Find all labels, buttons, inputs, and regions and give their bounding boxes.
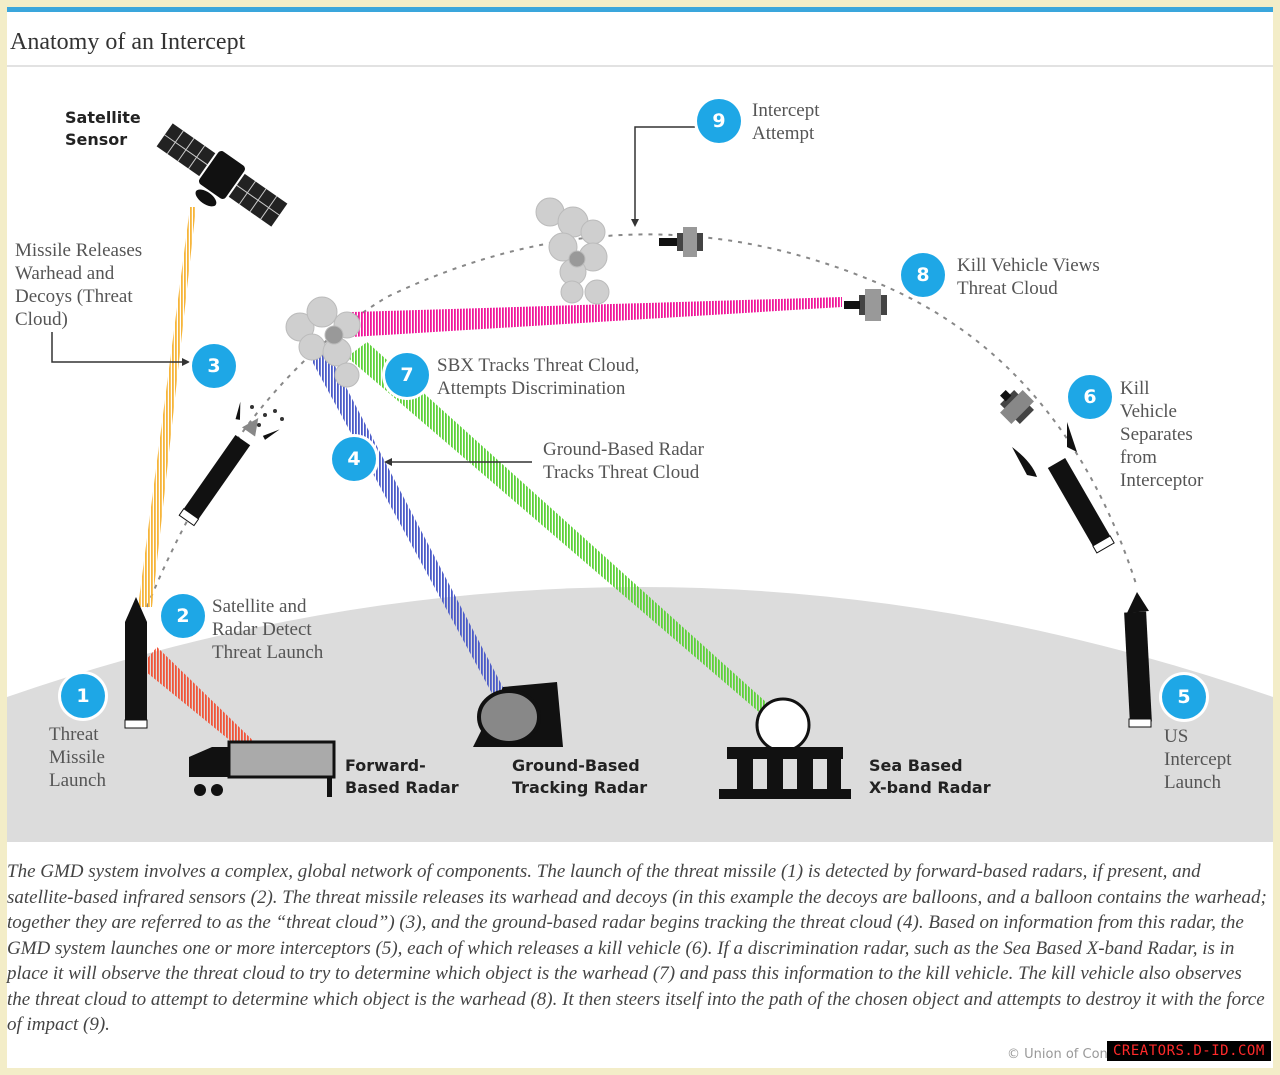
sbx-beam xyxy=(347,342,777,719)
label-threat-missile-launch: Threat Missile Launch xyxy=(49,724,106,791)
label-ground-radar-tracks: Ground-Based Radar Tracks Threat Cloud xyxy=(543,439,704,483)
sbx-platform-icon xyxy=(719,697,851,799)
debris-dots xyxy=(250,405,284,427)
diagram-title: Anatomy of an Intercept xyxy=(10,29,246,55)
leader-lines xyxy=(51,126,697,463)
kill-vehicle-beam xyxy=(352,297,842,337)
kill-vehicle-icon-9 xyxy=(659,227,703,257)
satellite-icon xyxy=(156,123,288,227)
ground-radar-beam xyxy=(307,347,507,699)
threat-cloud-lower xyxy=(285,296,361,388)
intercept-illustration xyxy=(7,123,1273,842)
label-sea-based-xband-radar: Sea Based X-band Radar xyxy=(869,756,991,797)
step-badge-8: 8 xyxy=(901,253,945,297)
step-badge-5: 5 xyxy=(1162,675,1206,719)
ground-radar-icon xyxy=(473,682,563,747)
label-ground-based-tracking-radar: Ground-Based Tracking Radar xyxy=(512,756,648,797)
step-badge-6: 6 xyxy=(1068,375,1112,419)
step-badge-7: 7 xyxy=(385,353,429,397)
threat-cloud-upper xyxy=(535,197,610,305)
kill-vehicle-icon-6 xyxy=(1000,390,1034,424)
accent-bar xyxy=(7,7,1273,12)
step-badge-3: 3 xyxy=(192,344,236,388)
label-satellite-sensor: Satellite Sensor xyxy=(65,108,141,149)
threat-missile-icon xyxy=(124,597,148,729)
label-kill-vehicle-separates: Kill Vehicle Separates from Interceptor xyxy=(1120,378,1204,491)
step-badge-9: 9 xyxy=(697,99,741,143)
satellite-beam xyxy=(138,207,196,607)
label-forward-based-radar: Forward- Based Radar xyxy=(345,756,459,797)
kill-vehicle-icon-8 xyxy=(844,289,887,321)
label-intercept-attempt: Intercept Attempt xyxy=(752,100,820,144)
forward-radar-beam xyxy=(140,647,275,769)
interceptor-missile-icon xyxy=(1124,592,1152,728)
step-badge-2: 2 xyxy=(161,594,205,638)
forward-radar-truck-icon xyxy=(189,740,336,797)
watermark: CREATORS.D-ID.COM xyxy=(1107,1041,1271,1061)
title-divider xyxy=(7,65,1273,67)
label-kill-vehicle-views: Kill Vehicle Views Threat Cloud xyxy=(957,255,1100,299)
label-missile-releases: Missile Releases Warhead and Decoys (Thr… xyxy=(15,240,143,330)
diagram-frame: Anatomy of an Intercept xyxy=(7,7,1273,1068)
label-us-intercept-launch: US Intercept Launch xyxy=(1164,726,1232,793)
nose-cone-halves xyxy=(1012,422,1077,477)
diagram-caption: The GMD system involves a complex, globa… xyxy=(7,861,1267,1035)
interceptor-booster-icon xyxy=(1047,458,1115,554)
label-satellite-radar-detect: Satellite and Radar Detect Threat Launch xyxy=(212,596,324,663)
step-badge-1: 1 xyxy=(61,674,105,718)
step-badge-4: 4 xyxy=(332,437,376,481)
label-sbx-tracks: SBX Tracks Threat Cloud, Attempts Discri… xyxy=(437,355,640,399)
threat-missile-stage-icon xyxy=(178,401,280,527)
